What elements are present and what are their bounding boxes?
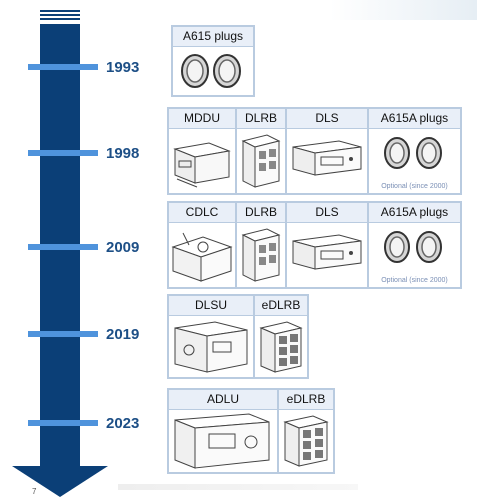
loader-box-icon — [292, 140, 362, 176]
optional-note: Optional (since 2000) — [381, 277, 448, 284]
cell-dlrb: DLRB — [236, 202, 286, 288]
year-label-1998: 1998 — [106, 145, 140, 162]
year-label-2023: 2023 — [106, 415, 140, 432]
timeline-top-line — [40, 14, 80, 16]
loader-unit-icon — [174, 321, 248, 373]
receptacle-box-icon — [241, 228, 281, 282]
connector-plugs-icon — [181, 54, 241, 88]
group-2009: CDLC DLRB DLS A615A plugs — [167, 201, 462, 289]
frame-unit-icon — [171, 232, 233, 282]
cell-dlsu: DLSU — [168, 295, 254, 378]
loader-box-icon — [292, 234, 362, 270]
optional-note: Optional (since 2000) — [381, 183, 448, 190]
connector-plugs-icon — [384, 231, 442, 263]
cell-header: ADLU — [169, 390, 277, 410]
footer-bar — [118, 484, 358, 490]
cell-header: A615 plugs — [173, 27, 253, 47]
year-label-1993: 1993 — [106, 59, 140, 76]
cell-cdlc: CDLC — [168, 202, 236, 288]
cell-header: DLRB — [237, 203, 285, 223]
timeline-arrow — [12, 10, 108, 497]
year-tick — [28, 420, 98, 426]
timeline-arrowhead — [12, 466, 108, 497]
cell-header: MDDU — [169, 109, 235, 129]
cell-header: DLRB — [237, 109, 285, 129]
cell-header: DLSU — [169, 296, 253, 316]
receptacle-box-icon — [241, 134, 281, 188]
year-label-2009: 2009 — [106, 239, 140, 256]
cell-a615a-plugs: A615A plugs Optional (since 2000) — [368, 202, 461, 288]
group-1998: MDDU DLRB DLS A615A plugs — [167, 107, 462, 195]
timeline-top-line — [40, 10, 80, 12]
cell-header: A615A plugs — [369, 109, 460, 129]
enhanced-receptacle-box-icon — [259, 321, 303, 373]
enhanced-receptacle-box-icon — [283, 415, 329, 467]
loader-unit-icon — [174, 413, 270, 469]
cell-adlu: ADLU — [168, 389, 278, 473]
cell-header: A615A plugs — [369, 203, 460, 223]
year-tick — [28, 150, 98, 156]
cell-dlrb: DLRB — [236, 108, 286, 194]
group-1993: A615 plugs — [171, 25, 255, 97]
cell-header: eDLRB — [279, 390, 333, 410]
group-2019: DLSU eDLRB — [167, 294, 309, 379]
cell-dls: DLS — [286, 108, 368, 194]
cell-edlrb: eDLRB — [278, 389, 334, 473]
page-number: 7 — [32, 487, 37, 496]
cell-edlrb: eDLRB — [254, 295, 308, 378]
cell-dls: DLS — [286, 202, 368, 288]
group-2023: ADLU eDLRB — [167, 388, 335, 474]
cell-header: DLS — [287, 203, 367, 223]
timeline-top-line — [40, 18, 80, 20]
cell-mddu: MDDU — [168, 108, 236, 194]
cell-a615a-plugs: A615A plugs Optional (since 2000) — [368, 108, 461, 194]
cell-a615-plugs: A615 plugs — [172, 26, 254, 96]
year-tick — [28, 244, 98, 250]
background-glare — [330, 0, 477, 20]
cell-header: DLS — [287, 109, 367, 129]
year-tick — [28, 64, 98, 70]
connector-plugs-icon — [384, 137, 442, 169]
data-unit-icon — [173, 142, 231, 188]
cell-header: eDLRB — [255, 296, 307, 316]
cell-header: CDLC — [169, 203, 235, 223]
year-tick — [28, 331, 98, 337]
year-label-2019: 2019 — [106, 326, 140, 343]
